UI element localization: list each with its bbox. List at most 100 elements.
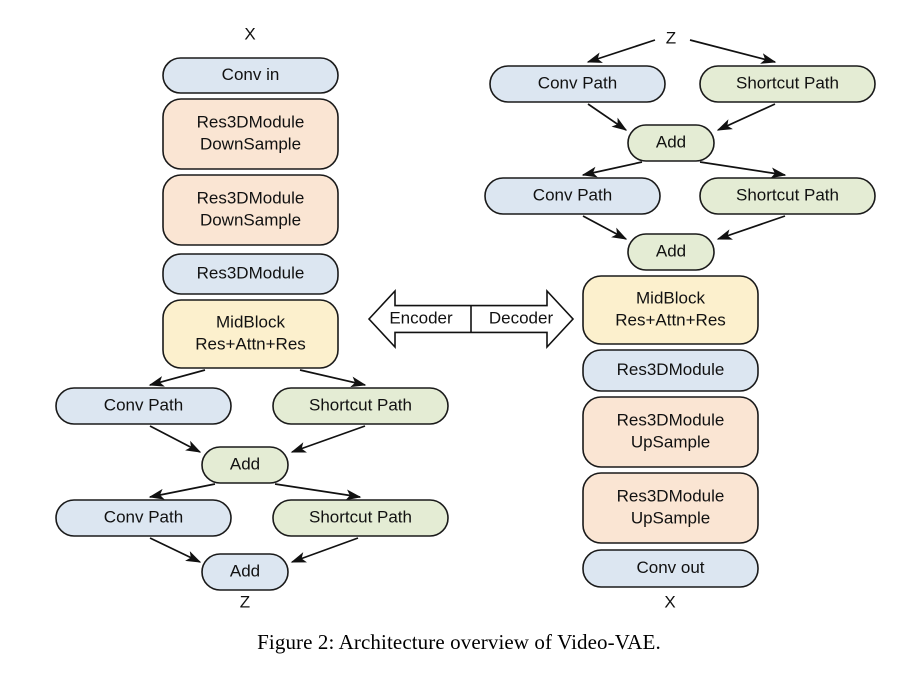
edge-dec-add1-to-conv2	[581, 161, 643, 178]
edge-dec-conv1-to-add1	[587, 103, 628, 131]
node-dec-conv-path-2[interactable]: Conv Path	[484, 177, 661, 215]
edge-enc-short1-to-add1	[290, 425, 366, 453]
node-shape	[627, 233, 715, 271]
node-label: Res3DModule	[617, 360, 725, 379]
node-shape	[272, 499, 449, 537]
edge-enc-short2-to-add2	[290, 537, 359, 563]
edge-dec-add1-to-short2	[699, 161, 787, 179]
node-shape	[162, 299, 339, 369]
node-label: Conv in	[222, 65, 280, 84]
node-enc-shortcut-path-1[interactable]: Shortcut Path	[272, 387, 449, 425]
node-label: Res3DModule	[617, 486, 725, 505]
node-label: Res+Attn+Res	[195, 334, 306, 353]
node-shape	[699, 177, 876, 215]
edge-enc-conv1-to-add1	[149, 425, 202, 453]
node-shape	[201, 553, 289, 591]
node-shape	[55, 387, 232, 425]
node-shape	[582, 472, 759, 544]
node-label: Shortcut Path	[309, 507, 412, 526]
node-label: UpSample	[631, 432, 710, 451]
encoder-label: Encoder	[389, 308, 453, 327]
node-enc-add-1[interactable]: Add	[201, 446, 289, 484]
io-label-dec-input-Z: Z	[666, 28, 676, 47]
node-dec-add-2[interactable]: Add	[627, 233, 715, 271]
node-dec-shortcut-path-1[interactable]: Shortcut Path	[699, 65, 876, 103]
node-shape	[484, 177, 661, 215]
io-labels-layer: X Z Z X	[240, 24, 676, 611]
node-label: Add	[230, 561, 260, 580]
edge-dec-z-to-conv1	[586, 39, 656, 63]
nodes-layer: Conv inRes3DModuleDownSampleRes3DModuleD…	[55, 57, 876, 591]
edge-dec-z-to-short1	[689, 39, 777, 64]
node-shape	[627, 124, 715, 162]
node-label: Add	[656, 241, 686, 260]
node-shape	[582, 396, 759, 468]
node-shape	[582, 349, 759, 392]
edge-enc-mid-to-short1	[299, 369, 367, 388]
edge-enc-conv2-to-add2	[149, 537, 202, 563]
node-label: DownSample	[200, 134, 301, 153]
node-label: Add	[656, 132, 686, 151]
node-enc-conv-path-2[interactable]: Conv Path	[55, 499, 232, 537]
node-label: Conv Path	[538, 73, 617, 92]
node-label: Conv Path	[104, 395, 183, 414]
node-label: Res3DModule	[197, 112, 305, 131]
encoder-decoder-split-marker: Encoder Decoder	[367, 288, 575, 350]
node-shape	[489, 65, 666, 103]
node-label: Add	[230, 454, 260, 473]
node-label: Shortcut Path	[309, 395, 412, 414]
node-label: UpSample	[631, 508, 710, 527]
io-label-enc-input-X: X	[244, 24, 255, 43]
decoder-label: Decoder	[489, 308, 554, 327]
node-label: Conv Path	[533, 185, 612, 204]
io-label-enc-output-Z: Z	[240, 592, 250, 611]
node-dec-add-1[interactable]: Add	[627, 124, 715, 162]
node-enc-res3d[interactable]: Res3DModule	[162, 253, 339, 295]
node-shape	[162, 98, 339, 170]
edge-dec-short2-to-add2	[716, 215, 786, 240]
node-enc-conv-in[interactable]: Conv in	[162, 57, 339, 94]
node-label: Res3DModule	[617, 410, 725, 429]
node-label: Shortcut Path	[736, 73, 839, 92]
node-enc-conv-path-1[interactable]: Conv Path	[55, 387, 232, 425]
node-dec-res3d[interactable]: Res3DModule	[582, 349, 759, 392]
edge-dec-short1-to-add1	[716, 103, 776, 131]
node-label: Res3DModule	[197, 263, 305, 282]
node-shape	[162, 253, 339, 295]
edges-layer	[148, 39, 787, 563]
node-enc-add-2[interactable]: Add	[201, 553, 289, 591]
node-label: Conv out	[636, 558, 704, 577]
io-label-dec-output-X: X	[664, 592, 675, 611]
node-dec-conv-out[interactable]: Conv out	[582, 549, 759, 588]
edge-dec-conv2-to-add2	[582, 215, 628, 240]
edge-enc-add1-to-short2	[274, 483, 362, 501]
edge-enc-add1-to-conv2	[148, 483, 216, 500]
figure-caption: Figure 2: Architecture overview of Video…	[257, 630, 661, 654]
node-label: DownSample	[200, 210, 301, 229]
node-shape	[582, 275, 759, 345]
node-label: MidBlock	[216, 312, 285, 331]
node-shape	[582, 549, 759, 588]
edge-enc-mid-to-conv1	[148, 369, 206, 387]
node-shape	[201, 446, 289, 484]
node-shape	[162, 174, 339, 246]
node-label: MidBlock	[636, 288, 705, 307]
node-enc-shortcut-path-2[interactable]: Shortcut Path	[272, 499, 449, 537]
node-label: Conv Path	[104, 507, 183, 526]
node-dec-conv-path-1[interactable]: Conv Path	[489, 65, 666, 103]
node-dec-shortcut-path-2[interactable]: Shortcut Path	[699, 177, 876, 215]
node-shape	[55, 499, 232, 537]
node-shape	[162, 57, 339, 94]
node-label: Shortcut Path	[736, 185, 839, 204]
node-shape	[699, 65, 876, 103]
node-shape	[272, 387, 449, 425]
node-label: Res3DModule	[197, 188, 305, 207]
